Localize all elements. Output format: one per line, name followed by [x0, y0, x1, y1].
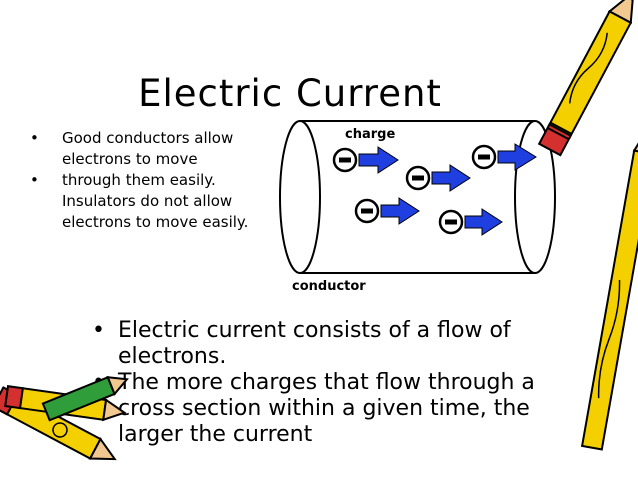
charge-2	[405, 164, 471, 192]
minus-sign	[339, 157, 351, 163]
pencil-icon	[537, 0, 635, 157]
charge-4	[354, 197, 420, 225]
charge-1	[332, 146, 399, 174]
minus-sign	[412, 175, 424, 181]
arrow-icon	[358, 146, 399, 174]
left-bullet-text: through them easily. Insulators do not a…	[62, 171, 249, 231]
charge-3	[471, 143, 537, 171]
arrow-icon	[497, 143, 537, 171]
left-bullet-text: Good conductors allow electrons to move	[62, 129, 234, 168]
charge-5	[438, 208, 503, 236]
slide-title: Electric Current	[138, 72, 442, 115]
minus-sign	[478, 154, 490, 160]
minus-sign	[361, 208, 373, 214]
bullet-dot: •	[92, 318, 105, 343]
left-bullet-item: • through them easily. Insulators do not…	[30, 170, 280, 233]
main-bullet-item: • The more charges that flow through a c…	[92, 370, 592, 448]
pencil-icon	[41, 375, 129, 422]
bullet-dot: •	[30, 129, 39, 147]
minus-sign	[445, 219, 457, 225]
arrow-icon	[380, 197, 420, 225]
conductor-cylinder	[279, 120, 556, 274]
main-bullet-item: • Electric current consists of a flow of…	[92, 318, 592, 370]
main-bullet-list: • Electric current consists of a flow of…	[92, 318, 592, 448]
left-bullet-list: • Good conductors allow electrons to mov…	[30, 128, 280, 233]
arrow-icon	[464, 208, 503, 236]
main-bullet-text: The more charges that flow through a cro…	[118, 370, 535, 447]
left-bullet-item: • Good conductors allow electrons to mov…	[30, 128, 280, 170]
bullet-dot: •	[30, 171, 39, 189]
arrow-icon	[431, 164, 471, 192]
pencil-icon	[580, 125, 638, 451]
main-bullet-text: Electric current consists of a flow of e…	[118, 318, 511, 369]
conductor-label: conductor	[292, 279, 366, 294]
cylinder-left-end	[279, 120, 321, 274]
charge-label: charge	[345, 127, 395, 142]
